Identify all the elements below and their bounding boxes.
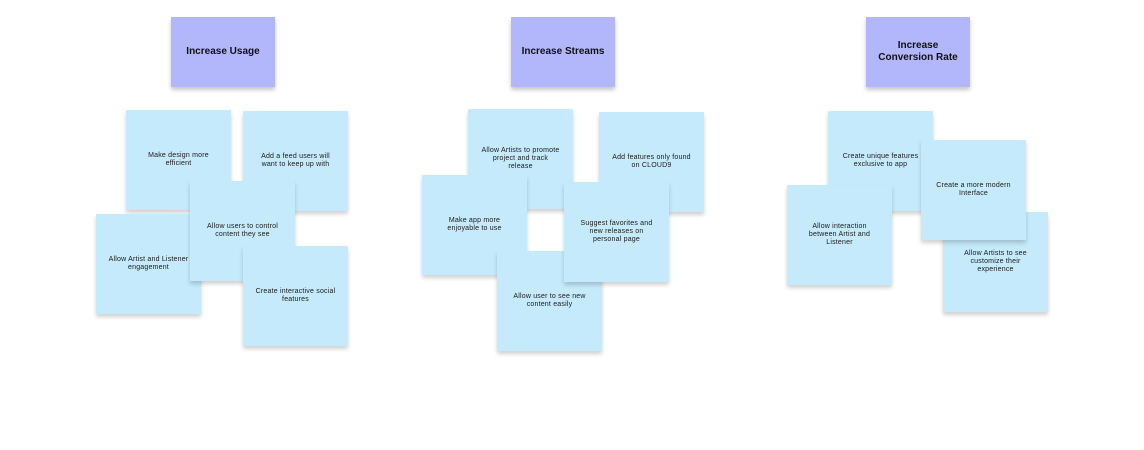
sticky-note[interactable]: Create a more modern Interface [921,140,1026,240]
sticky-note[interactable]: Allow Artist and Listener engagement [96,214,201,314]
header-note-increase-usage[interactable]: Increase Usage [171,17,275,87]
sticky-note[interactable]: Allow interaction between Artist and Lis… [787,185,892,285]
header-note-increase-streams[interactable]: Increase Streams [511,17,615,87]
sticky-note[interactable]: Make design more efficient [126,110,231,210]
sticky-note[interactable]: Create interactive social features [243,246,348,346]
header-note-increase-conversion-rate[interactable]: Increase Conversion Rate [866,17,970,87]
sticky-note[interactable]: Suggest favorites and new releases on pe… [564,182,669,282]
